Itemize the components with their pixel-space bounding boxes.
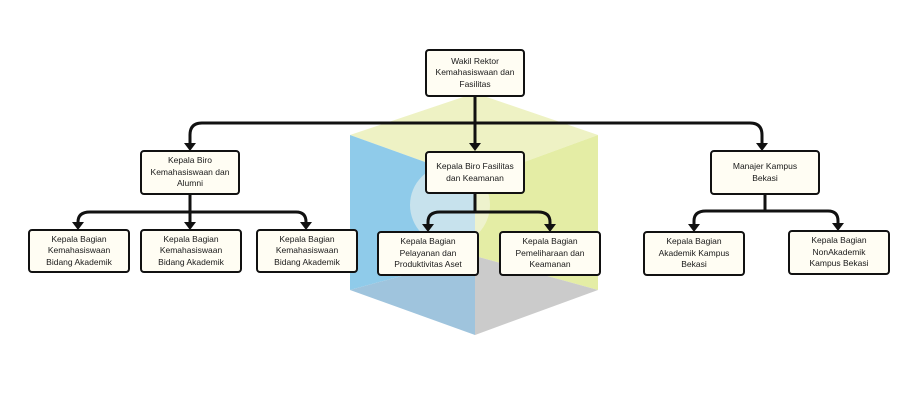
node-kepala-bagian-kemahasiswaan-3: Kepala Bagian Kemahasiswaan Bidang Akade… [256,229,358,273]
node-label: Kepala Bagian Pemeliharaan dan Keamanan [515,236,585,270]
node-kepala-biro-fasilitas-keamanan: Kepala Biro Fasilitas dan Keamanan [425,151,525,194]
arrowhead [184,222,196,230]
arrowhead [688,224,700,232]
node-label: Kepala Bagian Pelayanan dan Produktivita… [394,236,462,270]
arrowhead [469,143,481,151]
node-label: Kepala Biro Kemahasiswaan dan Alumni [150,155,230,189]
node-kepala-biro-kemahasiswaan-alumni: Kepala Biro Kemahasiswaan dan Alumni [140,150,240,195]
node-label: Kepala Bagian Kemahasiswaan Bidang Akade… [158,233,224,267]
node-label: Kepala Bagian NonAkademik Kampus Bekasi [809,235,869,269]
connector-lines [76,93,840,228]
connector-fasilitas-right [473,210,552,228]
node-wakil-rektor: Wakil Rektor Kemahasiswaan dan Fasilitas [425,49,525,97]
node-kepala-bagian-kemahasiswaan-1: Kepala Bagian Kemahasiswaan Bidang Akade… [28,229,130,273]
node-label: Kepala Bagian Kemahasiswaan Bidang Akade… [274,233,340,267]
connector-fasilitas-left [426,210,477,228]
node-label: Wakil Rektor Kemahasiswaan dan Fasilitas [435,55,515,89]
arrowhead [832,223,844,231]
arrowhead [756,143,768,151]
node-label: Kepala Bagian Kemahasiswaan Bidang Akade… [46,233,112,267]
node-label: Kepala Bagian Akademik Kampus Bekasi [658,236,730,270]
connector-manajer-left [692,209,767,228]
arrowhead [184,143,196,151]
node-label: Kepala Biro Fasilitas dan Keamanan [436,161,514,183]
arrowhead [422,224,434,232]
node-kepala-bagian-akademik-bekasi: Kepala Bagian Akademik Kampus Bekasi [643,231,745,276]
arrowhead [72,222,84,230]
arrowhead [544,224,556,232]
node-kepala-bagian-nonakademik-bekasi: Kepala Bagian NonAkademik Kampus Bekasi [788,230,890,275]
connector-manajer-right [763,209,840,227]
arrowhead [300,222,312,230]
arrowheads [72,143,844,232]
node-kepala-bagian-pemeliharaan-keamanan: Kepala Bagian Pemeliharaan dan Keamanan [499,231,601,276]
node-kepala-bagian-pelayanan-aset: Kepala Bagian Pelayanan dan Produktivita… [377,231,479,276]
connector-alumni-right [188,210,308,226]
node-kepala-bagian-kemahasiswaan-2: Kepala Bagian Kemahasiswaan Bidang Akade… [140,229,242,273]
connector-root-right [473,121,764,148]
node-label: Manajer Kampus Bekasi [732,161,798,183]
connector-alumni-left [76,210,192,226]
connector-root-left [188,121,477,148]
node-manajer-kampus-bekasi: Manajer Kampus Bekasi [710,150,820,195]
